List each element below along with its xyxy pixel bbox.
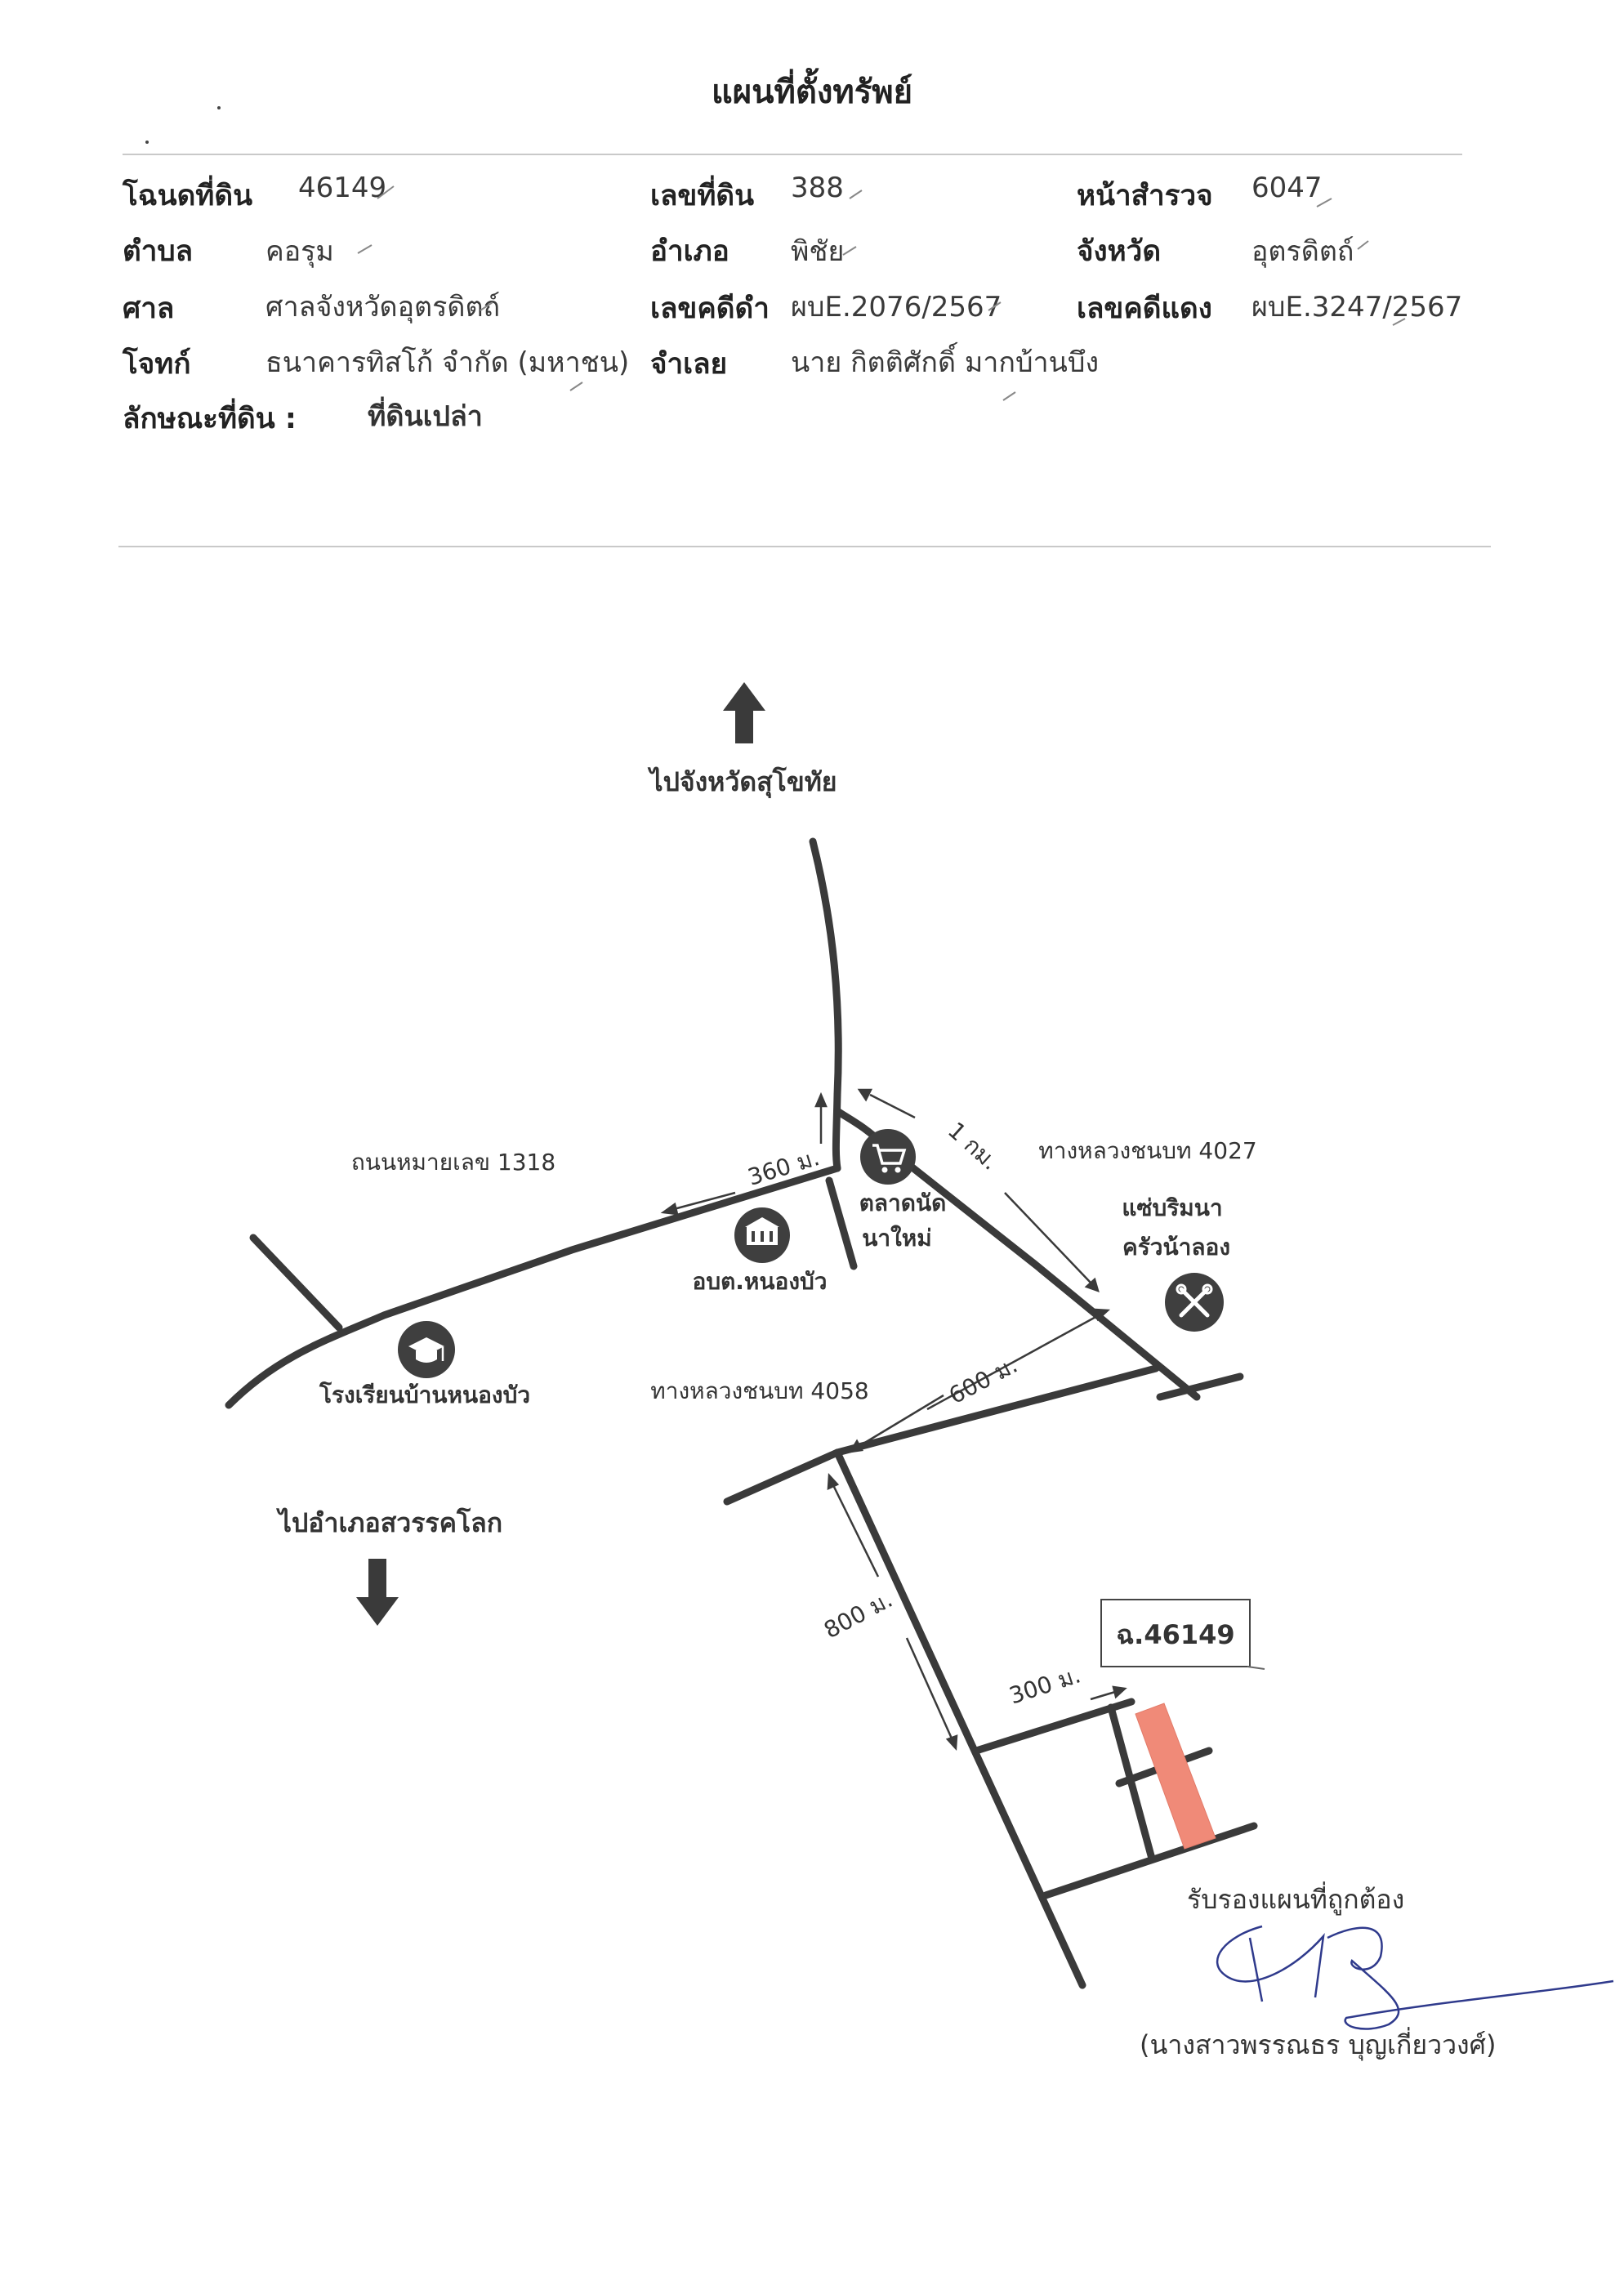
road-south-lane: [833, 1448, 1086, 1989]
black-case-label: เลขคดีดำ: [650, 292, 770, 325]
survey-value: 6047: [1251, 172, 1323, 204]
signature-vertical-stroke: [1248, 1937, 1264, 2002]
distance-arrows: [660, 1088, 1127, 1752]
restaurant-label-line1: แซ่บริมนา: [1122, 1194, 1222, 1221]
certifier-name: (นางสาวพรรณธร บุญเกี่ยววงศ์): [1140, 2029, 1497, 2060]
court-value: ศาลจังหวัดอุตรดิตถ์: [265, 291, 501, 324]
red-case-value: ผบE.3247/2567: [1251, 291, 1463, 324]
road-restaurant-spur: [1156, 1372, 1244, 1401]
defendant-value: นาย กิตติศักดิ์ มากบ้านบึง: [791, 346, 1100, 379]
school-label: โรงเรียนบ้านหนองบัว: [319, 1381, 530, 1408]
road-1318: [225, 1164, 841, 1409]
lane-300: [972, 1698, 1135, 1755]
parcel-label: ฉ.46149: [1116, 1619, 1234, 1650]
header-divider-top: [123, 154, 1462, 155]
land-no-label: เลขที่ดิน: [650, 180, 755, 212]
subdistrict-value: คอรุม: [265, 235, 334, 268]
land-parcel: [1135, 1703, 1216, 1850]
subdistrict-label: ตำบล: [123, 235, 194, 268]
office-label: อบต.หนองบัว: [693, 1268, 828, 1295]
plaintiff-label: โจทก์: [123, 348, 191, 381]
page-title: แผนที่ตั้งทรัพย์: [711, 74, 913, 111]
graduation-cap-icon: [398, 1321, 455, 1378]
province-label: จังหวัด: [1077, 235, 1162, 268]
red-case-label: เลขคดีแดง: [1077, 292, 1212, 325]
road-4027-label: ทางหลวงชนบท 4027: [1038, 1137, 1256, 1164]
north-direction-label: ไปจังหวัดสุโขทัย: [647, 766, 837, 799]
court-label: ศาล: [123, 292, 175, 325]
distance-1km-label: 1 กม.: [943, 1117, 1004, 1176]
market-label-line1: ตลาดนัด: [859, 1189, 947, 1216]
deed-value: 46149: [298, 172, 387, 204]
roads: [225, 837, 1258, 1989]
distance-800-label: 800 ม.: [819, 1586, 897, 1644]
handwritten-ticks: [357, 185, 1406, 401]
road-4058-label: ทางหลวงชนบท 4058: [650, 1377, 868, 1404]
plaintiff-value: ธนาคารทิสโก้ จำกัด (มหาชน): [265, 346, 630, 379]
market-label-line2: นาใหม่: [862, 1225, 931, 1252]
tools-icon: [1165, 1273, 1224, 1332]
south-direction-label: ไปอำเภอสวรรคโลก: [276, 1507, 502, 1538]
north-arrow-icon: [723, 682, 765, 743]
land-type-label: ลักษณะที่ดิน :: [123, 403, 297, 435]
defendant-label: จำเลย: [650, 348, 728, 381]
lane-parcel-west: [1107, 1703, 1156, 1863]
restaurant-label-line2: ครัวน้าลอง: [1122, 1234, 1230, 1261]
land-no-value: 388: [791, 172, 844, 204]
road-north: [809, 837, 842, 1099]
land-type-value: ที่ดินเปล่า: [368, 400, 483, 433]
road-side-west: [249, 1234, 343, 1332]
parcel-label-box: ฉ.46149: [1100, 1599, 1265, 1670]
government-building-icon: [734, 1207, 790, 1263]
deed-label: โฉนดที่ดิน: [123, 180, 253, 212]
south-arrow-icon: [356, 1559, 399, 1626]
shopping-cart-icon: [860, 1129, 916, 1185]
header-divider-bottom: [118, 546, 1491, 547]
speck: [217, 106, 221, 109]
signature: [1216, 1925, 1614, 2030]
district-label: อำเภอ: [650, 235, 729, 268]
distance-600-label: 600 ม.: [944, 1351, 1022, 1409]
speck: [145, 141, 149, 144]
black-case-value: ผบE.2076/2567: [791, 291, 1002, 324]
survey-label: หน้าสำรวจ: [1077, 180, 1213, 212]
lane-parcel-south: [1042, 1822, 1258, 1899]
district-value: พิชัย: [791, 235, 845, 268]
distance-300-label: 300 ม.: [1006, 1661, 1084, 1709]
province-value: อุตรดิตถ์: [1251, 235, 1354, 268]
road-junction: [832, 1091, 841, 1172]
certification-text: รับรองแผนที่ถูกต้อง: [1187, 1884, 1405, 1915]
road-market-spur: [825, 1176, 858, 1270]
road-1318-label: ถนนหมายเลข 1318: [351, 1149, 555, 1176]
